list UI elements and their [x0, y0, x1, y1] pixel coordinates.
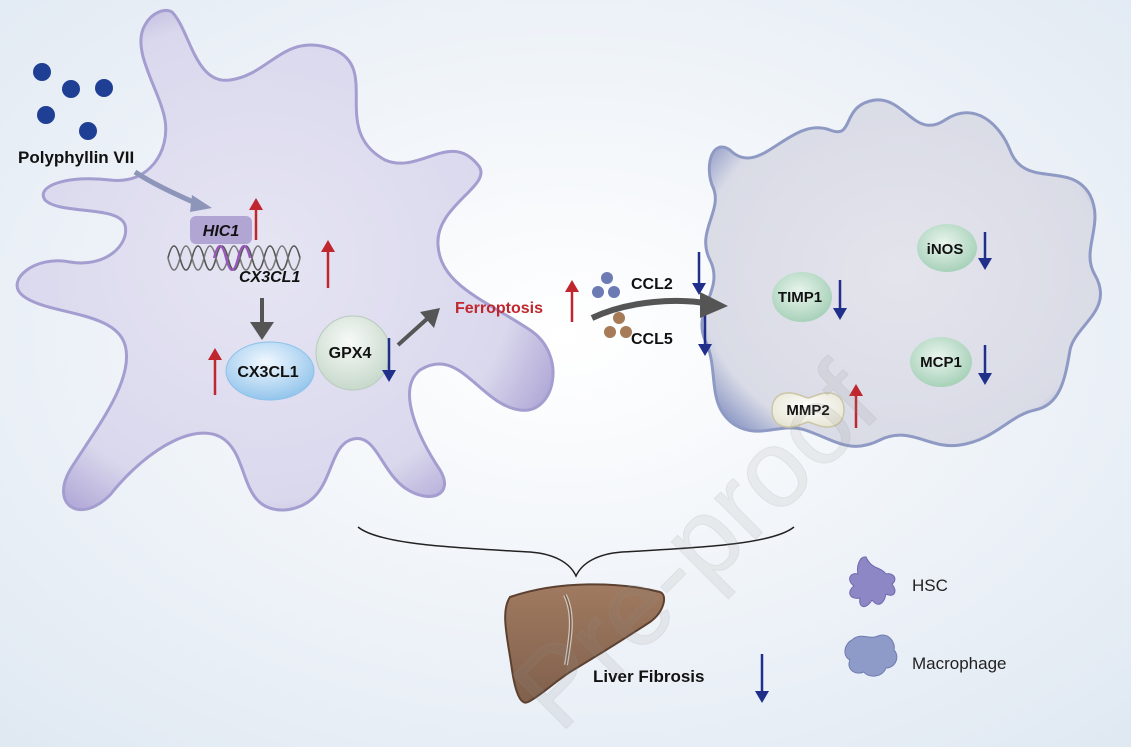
gpx4-to-ferroptosis-arrow	[396, 308, 440, 347]
mmp2-protein	[771, 392, 845, 428]
polyphyllin-label: Polyphyllin VII	[18, 148, 134, 167]
ccl2-molecules	[592, 272, 620, 298]
gene-to-protein-arrow	[250, 298, 274, 340]
timp1-label: TIMP1	[778, 289, 822, 306]
dna-helix	[167, 244, 301, 272]
ccl2-down-arrow	[692, 252, 706, 295]
ferroptosis-label: Ferroptosis	[455, 300, 543, 317]
inos-label: iNOS	[927, 241, 964, 258]
legend-macrophage-icon	[844, 634, 898, 677]
hsc-to-macrophage-arrow	[590, 292, 728, 321]
ccl5-molecules	[604, 312, 632, 338]
hic1-label: HIC1	[203, 223, 240, 240]
macrophage-cell	[700, 98, 1103, 448]
ferroptosis-up-arrow	[565, 280, 579, 322]
cx3cl1-protein-up-arrow	[208, 348, 222, 395]
hic1-gene-box	[190, 216, 252, 244]
cx3cl1-gene-label: CX3CL1	[239, 269, 300, 286]
timp1-down-arrow	[833, 280, 847, 320]
mmp2-label: MMP2	[786, 402, 829, 419]
legend-hsc-icon	[849, 556, 896, 607]
ccl5-label: CCL5	[631, 331, 673, 348]
summary-brace	[357, 526, 795, 578]
cx3cl1-protein	[225, 341, 315, 401]
gpx4-label: GPX4	[329, 345, 372, 362]
liver-illustration	[504, 583, 666, 704]
liver-fibrosis-label: Liver Fibrosis	[593, 667, 704, 686]
liver-fibrosis-down-arrow	[755, 654, 769, 703]
hic1-up-arrow	[249, 198, 263, 240]
polyphyllin-molecules	[33, 63, 113, 140]
inos-down-arrow	[978, 232, 992, 270]
timp1-protein	[772, 272, 832, 322]
legend-macrophage-label: Macrophage	[912, 654, 1007, 673]
mcp1-protein	[910, 337, 972, 387]
cx3cl1-protein-label: CX3CL1	[237, 364, 298, 381]
drug-arrow-head	[190, 195, 212, 212]
mcp1-down-arrow	[978, 345, 992, 385]
cx3cl1-gene-up-arrow	[321, 240, 335, 288]
mmp2-up-arrow	[849, 384, 863, 428]
hsc-cell	[15, 9, 555, 512]
gpx4-down-arrow	[382, 338, 396, 382]
legend-hsc-label: HSC	[912, 576, 948, 595]
mcp1-label: MCP1	[920, 354, 962, 371]
legend: HSC Macrophage	[844, 556, 1007, 677]
ccl2-label: CCL2	[631, 276, 673, 293]
ccl5-down-arrow	[698, 312, 712, 356]
inos-protein	[917, 224, 977, 272]
